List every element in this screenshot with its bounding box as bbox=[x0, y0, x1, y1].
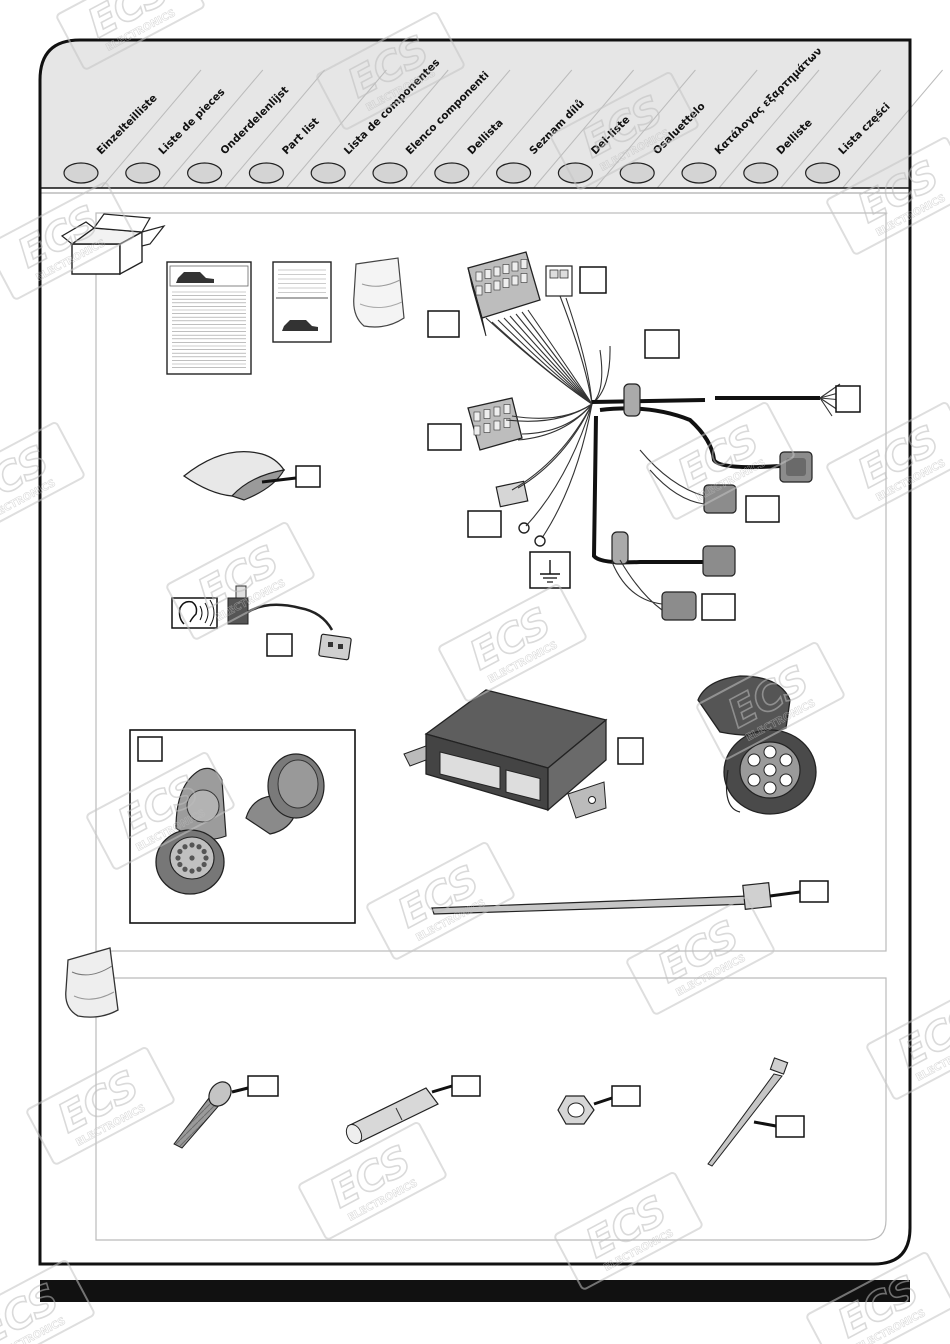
outer-frame bbox=[38, 38, 912, 1266]
wiring-diagram-sheet-icon bbox=[272, 261, 332, 343]
nut-icon bbox=[557, 1085, 641, 1125]
ground-symbol-icon bbox=[529, 551, 571, 589]
language-marker-5 bbox=[372, 162, 408, 184]
cable-tie-long-icon bbox=[431, 880, 829, 915]
bag-contents-panel bbox=[95, 977, 887, 1241]
language-marker-1 bbox=[125, 162, 161, 184]
small-bag-icon bbox=[353, 257, 405, 328]
language-marker-3 bbox=[248, 162, 284, 184]
language-marker-9 bbox=[619, 162, 655, 184]
language-marker-4 bbox=[310, 162, 346, 184]
plastic-bag-icon bbox=[65, 947, 119, 1018]
footer-bar bbox=[40, 1280, 910, 1302]
harness-connector-secondary bbox=[467, 397, 523, 451]
language-marker-11 bbox=[743, 162, 779, 184]
screw-icon bbox=[173, 1075, 279, 1149]
language-marker-10 bbox=[681, 162, 717, 184]
language-marker-8 bbox=[557, 162, 594, 184]
grommet-icon bbox=[623, 383, 641, 417]
language-marker-6 bbox=[434, 162, 470, 184]
instruction-manual-icon bbox=[166, 261, 252, 375]
header-band bbox=[40, 40, 910, 188]
harness-plug-connector bbox=[779, 451, 813, 483]
language-marker-0 bbox=[63, 162, 99, 184]
trailer-socket-7-pin-icon bbox=[697, 675, 817, 815]
ring-terminal-icon bbox=[518, 522, 530, 534]
cable-tie-short-icon bbox=[707, 1057, 805, 1167]
language-marker-2 bbox=[187, 162, 223, 184]
trailer-socket-13-pin-icon bbox=[129, 729, 356, 924]
control-module-icon bbox=[403, 689, 644, 819]
ear-icon bbox=[178, 600, 198, 625]
butt-connector-icon bbox=[345, 1075, 481, 1145]
wiring-harness-icon bbox=[427, 251, 861, 621]
language-marker-7 bbox=[495, 162, 532, 184]
harness-small-connector bbox=[495, 480, 529, 508]
harness-relay-connector bbox=[545, 265, 573, 297]
language-marker-12 bbox=[804, 162, 841, 184]
adhesive-pad-icon bbox=[182, 451, 321, 501]
harness-connector-main bbox=[467, 251, 541, 337]
